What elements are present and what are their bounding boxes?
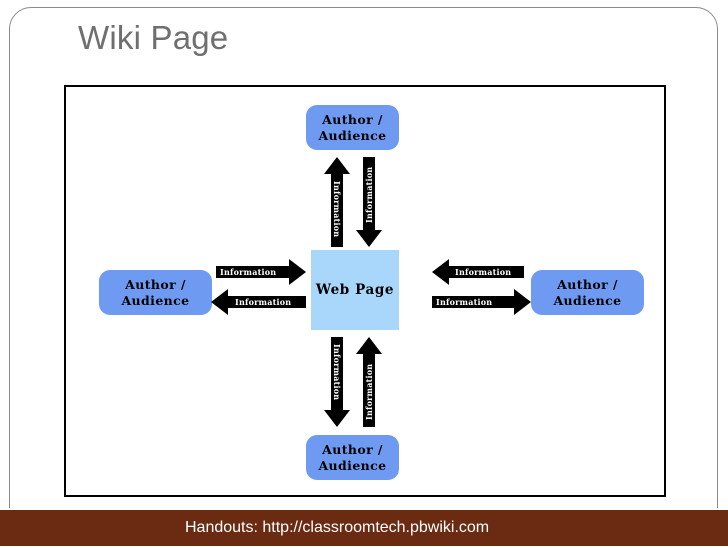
- arrow-up-icon-top-left: Information: [324, 157, 350, 247]
- node-right-label-line2: Audience: [553, 292, 622, 308]
- node-left-label-line2: Audience: [121, 292, 190, 308]
- arrow-label-right-out: Information: [436, 297, 493, 307]
- diagram-node-author-audience-top: Author / Audience: [306, 105, 399, 150]
- node-left-label-line1: Author /: [125, 276, 186, 292]
- diagram-node-web-page: Web Page: [311, 250, 399, 330]
- node-bottom-label-line1: Author /: [322, 441, 383, 457]
- arrow-left-icon-left-bottom: Information: [211, 289, 306, 315]
- diagram-node-web-page-label: Web Page: [315, 282, 395, 298]
- footer-bar: [0, 510, 728, 546]
- arrow-label-bottom-up: Information: [364, 363, 374, 420]
- arrow-left-icon-right-top: Information: [432, 259, 524, 285]
- node-right-label-line1: Author /: [557, 276, 618, 292]
- node-bottom-label-line2: Audience: [318, 457, 387, 473]
- page-title: Wiki Page: [78, 19, 229, 56]
- arrow-down-icon-top-right: Information: [356, 157, 382, 247]
- arrow-up-icon-bottom-right: Information: [356, 337, 382, 427]
- arrow-label-top-up: Information: [332, 181, 342, 238]
- diagram-node-author-audience-bottom: Author / Audience: [306, 435, 399, 480]
- arrow-label-bottom-down: Information: [332, 344, 342, 401]
- arrow-label-left-in: Information: [220, 267, 277, 277]
- arrow-label-top-down: Information: [364, 166, 374, 223]
- diagram-node-author-audience-left: Author / Audience: [99, 270, 212, 315]
- arrow-label-right-in: Information: [455, 267, 512, 277]
- node-top-label-line2: Audience: [318, 127, 387, 143]
- arrow-label-left-out: Information: [235, 297, 292, 307]
- arrow-down-icon-bottom-left: Information: [324, 337, 350, 427]
- node-top-label-line1: Author /: [322, 111, 383, 127]
- arrow-right-icon-left-top: Information: [216, 259, 306, 285]
- diagram-node-author-audience-right: Author / Audience: [531, 270, 644, 315]
- arrow-right-icon-right-bottom: Information: [432, 289, 531, 315]
- footer-handouts-text: Handouts: http://classroomtech.pbwiki.co…: [185, 519, 490, 536]
- diagram-container: Web Page Author / Audience Author / Audi…: [64, 85, 666, 497]
